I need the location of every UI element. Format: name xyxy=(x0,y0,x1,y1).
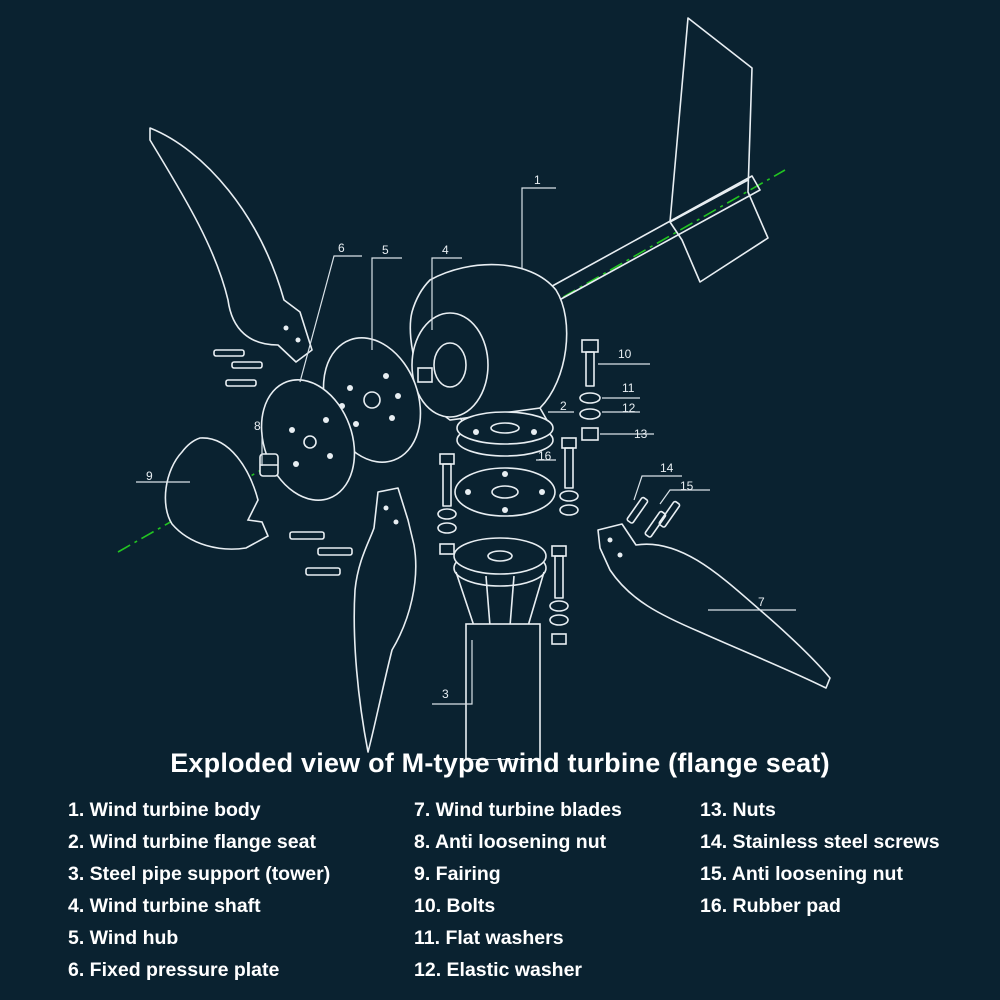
callout-3: 3 xyxy=(442,687,449,701)
legend-column-3: 13. Nuts 14. Stainless steel screws 15. … xyxy=(700,797,940,925)
diagram-title: Exploded view of M-type wind turbine (fl… xyxy=(170,748,830,778)
callout-10: 10 xyxy=(618,347,632,361)
callout-4: 4 xyxy=(442,243,449,257)
exploded-view-drawing: 1 2 3 4 5 6 7 8 9 10 11 12 13 14 15 16 xyxy=(117,17,831,760)
legend-column-1: 1. Wind turbine body 2. Wind turbine fla… xyxy=(68,797,330,989)
anti-loosening-nut-center xyxy=(259,453,279,477)
bolt-stack-right-lower xyxy=(549,545,569,645)
screw-group-lower-left xyxy=(289,531,353,576)
callout-1: 1 xyxy=(534,173,541,187)
tower-flange xyxy=(453,537,547,627)
blade-upper-left xyxy=(149,127,313,363)
legend-item: 2. Wind turbine flange seat xyxy=(68,831,316,853)
legend-item: 1. Wind turbine body xyxy=(68,799,261,821)
callout-13: 13 xyxy=(634,427,648,441)
legend-item: 15. Anti loosening nut xyxy=(700,863,903,885)
callout-5: 5 xyxy=(382,243,389,257)
callout-6: 6 xyxy=(338,241,345,255)
legend-item: 12. Elastic washer xyxy=(414,959,583,981)
fairing xyxy=(164,437,270,550)
legend-item: 14. Stainless steel screws xyxy=(700,831,940,853)
legend-item: 3. Steel pipe support (tower) xyxy=(68,863,331,885)
callout-8: 8 xyxy=(254,419,261,433)
callout-15: 15 xyxy=(680,479,694,493)
callout-9: 9 xyxy=(146,469,153,483)
legend-item: 5. Wind hub xyxy=(68,927,179,949)
callout-2: 2 xyxy=(560,399,567,413)
callout-11: 11 xyxy=(622,381,635,395)
legend-item: 16. Rubber pad xyxy=(700,895,841,917)
legend-item: 8. Anti loosening nut xyxy=(414,831,607,853)
legend-item: 9. Fairing xyxy=(414,863,501,885)
legend-item: 11. Flat washers xyxy=(414,927,564,949)
callout-14: 14 xyxy=(660,461,674,475)
flange-seat xyxy=(456,411,554,457)
steel-pipe-tower xyxy=(465,623,541,760)
callout-7: 7 xyxy=(758,595,765,609)
bolt-stack-right-upper xyxy=(559,437,579,516)
legend-item: 7. Wind turbine blades xyxy=(414,799,622,821)
legend-item: 13. Nuts xyxy=(700,799,776,821)
blade-lower-center xyxy=(353,487,417,753)
turbine-body xyxy=(409,263,568,429)
legend-item: 6. Fixed pressure plate xyxy=(68,959,280,981)
tail-fin xyxy=(544,17,769,305)
screw-group-upper-left xyxy=(213,349,263,387)
callout-12: 12 xyxy=(622,401,636,415)
callout-16: 16 xyxy=(538,449,552,463)
legend-column-2: 7. Wind turbine blades 8. Anti loosening… xyxy=(414,797,622,989)
bolt-stack-left xyxy=(437,453,457,555)
screw-group-right xyxy=(626,496,681,538)
legend-item: 4. Wind turbine shaft xyxy=(68,895,261,917)
blade-right xyxy=(597,523,831,689)
legend-item: 10. Bolts xyxy=(414,895,496,917)
bolt-set-10-13 xyxy=(579,339,601,441)
leader-lines xyxy=(136,187,796,705)
rubber-pad xyxy=(454,467,556,517)
